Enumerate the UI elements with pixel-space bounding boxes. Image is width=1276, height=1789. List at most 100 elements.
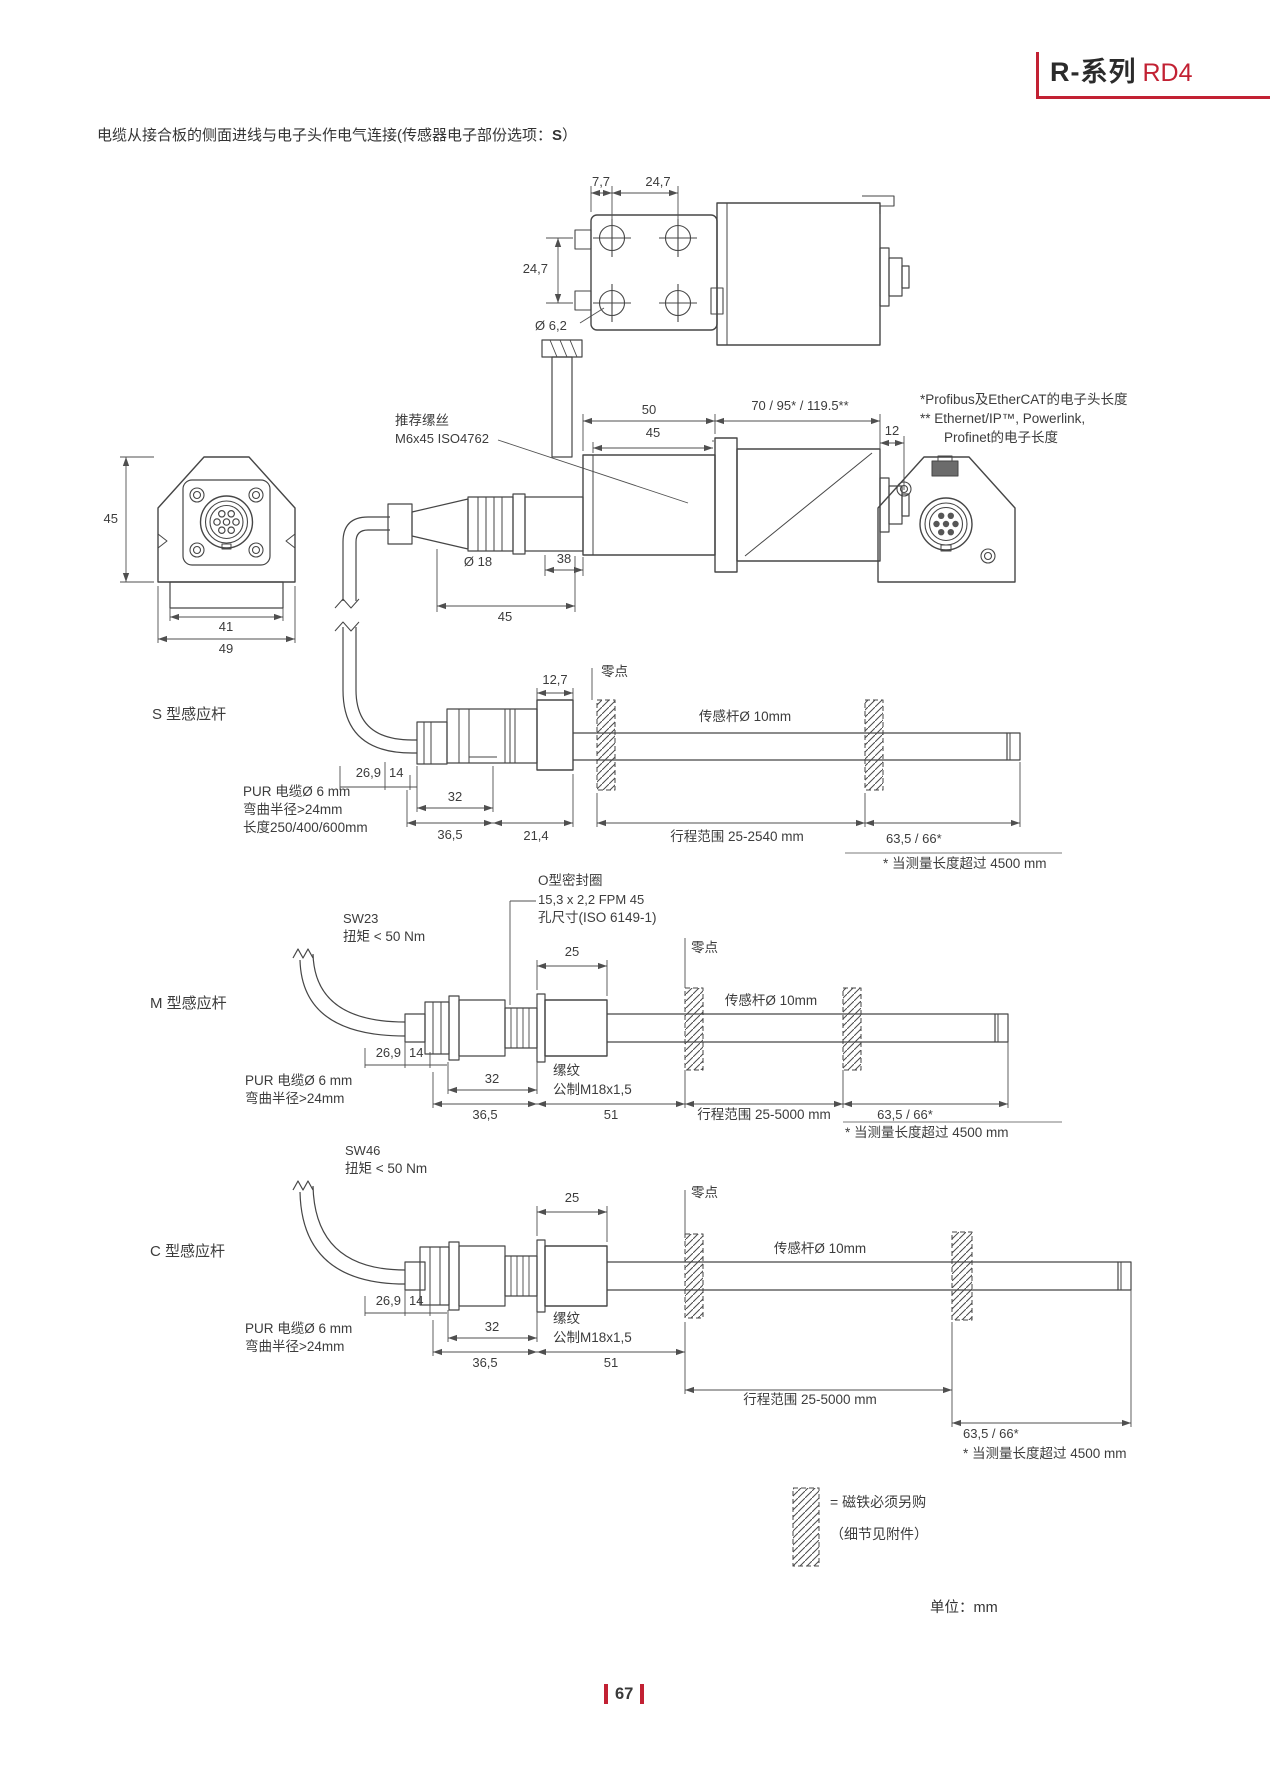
footnote-profinet: Profinet的电子长度 [944, 430, 1059, 445]
dim-o18: Ø 18 [463, 554, 493, 569]
c-cable-note-2: 弯曲半径>24mm [245, 1339, 345, 1354]
magnet-zero-c [684, 1233, 704, 1319]
c-dim-26-9: 26,9 [375, 1293, 401, 1308]
s-cable-note-1: PUR 电缆Ø 6 mm [243, 784, 351, 799]
s-zero-label: 零点 [601, 664, 628, 679]
footnote-profibus: *Profibus及EtherCAT的电子头长度 [920, 392, 1128, 407]
legend-detail-text: （细节见附件） [830, 1526, 928, 1542]
c-dim-end: 63,5 / 66* [963, 1426, 1019, 1441]
magnet-zero-s [596, 699, 616, 791]
s-rod-drawing [339, 668, 1062, 854]
s-cable-note-2: 弯曲半径>24mm [243, 802, 343, 817]
c-dim-32: 32 [484, 1319, 500, 1334]
footer-bar-right [640, 1684, 645, 1704]
header-accent-bar [1036, 52, 1039, 96]
assembly-dims [436, 414, 905, 612]
dim-12: 12 [884, 423, 900, 438]
dim-head-length: 70 / 95* / 119.5** [751, 398, 849, 413]
top-view-drawing [546, 186, 910, 346]
s-dim-21-4: 21,4 [523, 828, 549, 843]
header-rule [1036, 96, 1270, 99]
m-rod-label: 传感杆Ø 10mm [724, 993, 818, 1008]
dim-hole-6-2: Ø 6,2 [535, 318, 567, 333]
page-number: 67 [615, 1684, 634, 1703]
s-rod-dims [339, 668, 1062, 854]
magnet-end-c [951, 1231, 973, 1321]
s-dim-12-7: 12,7 [542, 672, 568, 687]
m-dim-36-5: 36,5 [472, 1107, 498, 1122]
c-rod-name: C 型感应杆 [150, 1243, 226, 1260]
s-dim-end: 63,5 / 66* [886, 831, 942, 846]
page-title: 电缆从接合板的侧面进线与电子头作电气连接(传感器电子部份选项：S） [97, 124, 577, 145]
magnet-zero-m [684, 987, 704, 1071]
s-cable-note-3: 长度250/400/600mm [243, 820, 368, 835]
m-length-note: * 当测量长度超过 4500 mm [845, 1125, 1009, 1140]
dim-45-front: 45 [103, 511, 118, 526]
dim-24-7-v: 24,7 [522, 261, 548, 276]
rear-hex-view [877, 455, 1016, 583]
dim-7-7: 7,7 [591, 174, 611, 189]
page-footer: 67 [604, 1684, 645, 1704]
m-rod-dims [364, 900, 1062, 1123]
m-dim-32: 32 [484, 1071, 500, 1086]
dim-45-top: 45 [645, 425, 661, 440]
c-thread-1: 缧纹 [553, 1311, 580, 1326]
page-title-main: 电缆从接合板的侧面进线与电子头作电气连接(传感器电子部份选项： [97, 127, 552, 144]
s-dim-32: 32 [447, 789, 463, 804]
m-oring-1: O型密封圈 [538, 873, 603, 888]
m-zero-label: 零点 [691, 940, 718, 955]
page-header: R-系列 RD4 [1050, 50, 1193, 89]
rear-connector-pins [933, 512, 959, 536]
page-title-close: ） [562, 127, 578, 144]
c-dim-51: 51 [603, 1355, 619, 1370]
m-torque-label: 扭矩 < 50 Nm [343, 929, 426, 944]
c-cable-note-1: PUR 电缆Ø 6 mm [245, 1321, 353, 1336]
series-title: R-系列 [1050, 57, 1137, 87]
magnet-end-m [842, 987, 862, 1071]
c-thread-2: 公制M18x1,5 [553, 1330, 632, 1345]
m-sw-label: SW23 [343, 911, 379, 926]
c-rod-label: 传感杆Ø 10mm [773, 1241, 867, 1256]
m-oring-2: 15,3 x 2,2 FPM 45 [538, 892, 645, 907]
connector-pins [213, 509, 240, 535]
m-cable-note-1: PUR 电缆Ø 6 mm [245, 1073, 353, 1088]
s-length-note: * 当测量长度超过 4500 mm [883, 856, 1047, 871]
page-title-option: S [552, 127, 563, 144]
c-dim-14: 14 [409, 1293, 424, 1308]
dim-38: 38 [556, 551, 572, 566]
s-stroke-range: 行程范围 25-2540 mm [670, 829, 804, 844]
magnet-end-s [864, 699, 884, 791]
m-dim-51: 51 [603, 1107, 619, 1122]
footnote-ethernet: ** Ethernet/IP™, Powerlink, [920, 411, 1086, 426]
units-label: 单位：mm [930, 1600, 998, 1616]
m-oring-3: 孔尺寸(ISO 6149-1) [538, 910, 657, 925]
footer-bar-left [604, 1684, 608, 1704]
c-length-note: * 当测量长度超过 4500 mm [963, 1446, 1127, 1461]
m-cable-note-2: 弯曲半径>24mm [245, 1091, 345, 1106]
s-dim-26-9: 26,9 [355, 765, 381, 780]
m-rod-name: M 型感应杆 [150, 995, 227, 1012]
s-rod-label: 传感杆Ø 10mm [698, 709, 792, 724]
dim-45-bottom: 45 [497, 609, 513, 624]
c-stroke-range: 行程范围 25-5000 mm [743, 1392, 877, 1407]
m-dim-14: 14 [409, 1045, 424, 1060]
mount-holes [593, 219, 697, 322]
model-title: RD4 [1142, 59, 1193, 87]
front-flange-view [120, 456, 296, 643]
screw-note-line1: 推荐缧丝 [395, 413, 449, 428]
dim-50: 50 [641, 402, 657, 417]
cable-path [334, 516, 417, 754]
magnet-legend-symbol [792, 1487, 820, 1567]
dim-24-7-h: 24,7 [645, 174, 671, 189]
c-dim-25: 25 [564, 1190, 580, 1205]
screw-note-line2: M6x45 ISO4762 [395, 431, 489, 446]
m-thread-2: 公制M18x1,5 [553, 1082, 632, 1097]
c-dim-36-5: 36,5 [472, 1355, 498, 1370]
s-dim-14: 14 [389, 765, 404, 780]
s-dim-36-5: 36,5 [437, 827, 463, 842]
screw-m6 [541, 339, 583, 458]
m-dim-25: 25 [564, 944, 580, 959]
front-view-dims [120, 456, 296, 643]
m-dim-end: 63,5 / 66* [877, 1107, 933, 1122]
m-stroke-range: 行程范围 25-5000 mm [697, 1107, 831, 1122]
